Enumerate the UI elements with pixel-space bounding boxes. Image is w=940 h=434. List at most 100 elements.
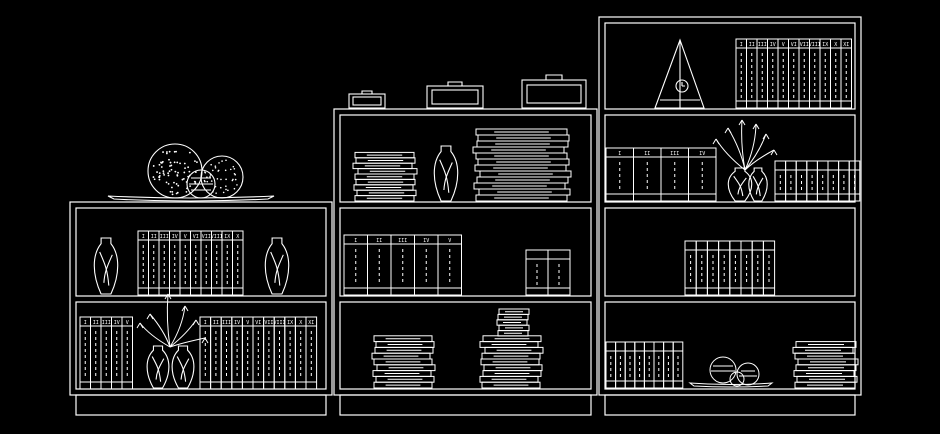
book-numeral: VIII — [211, 234, 223, 240]
left-lower-vase-1 — [146, 345, 170, 389]
book-numeral: IV — [423, 238, 429, 244]
left-cabinet-plinth — [75, 394, 327, 416]
book-numeral: V — [246, 320, 249, 326]
right-second-book-row-b — [774, 160, 861, 202]
book-numeral: II — [151, 234, 157, 240]
book-numeral: VII — [202, 234, 211, 240]
large-box — [521, 74, 587, 109]
book-numeral: V — [126, 320, 129, 326]
book-numeral: IV — [172, 234, 178, 240]
book-numeral: III — [102, 320, 111, 326]
small-set-ball-2 — [736, 362, 760, 386]
middle-bottom-stack-top — [496, 308, 530, 337]
small-display-plate — [688, 382, 774, 388]
decor-balls-on-plate — [107, 143, 275, 202]
book-spine — [100, 316, 112, 390]
stacked-book — [373, 335, 433, 343]
small-set-ball-1 — [709, 356, 737, 384]
book-numeral: VIII — [809, 42, 821, 48]
right-cabinet-shelf-1 — [604, 22, 856, 110]
book-numeral: III — [670, 151, 679, 157]
right-cabinet-shelf-2 — [604, 114, 856, 203]
right-cabinet — [598, 16, 862, 416]
medium-decor-ball — [200, 155, 244, 199]
book-spine — [210, 316, 222, 390]
book-numeral: V — [184, 234, 187, 240]
book-numeral: IX — [287, 320, 293, 326]
right-cabinet-plinth — [604, 394, 856, 416]
book-spine — [252, 316, 265, 390]
book-spine — [263, 316, 275, 390]
book-numeral: IX — [224, 234, 230, 240]
book-numeral: I — [740, 42, 743, 48]
medium-box — [426, 81, 484, 109]
book-numeral: I — [84, 320, 87, 326]
left-vase-2 — [264, 237, 290, 295]
book-spine — [220, 316, 233, 390]
small-ball-weave — [189, 177, 213, 191]
large-ball-texture — [152, 150, 198, 196]
middle-cabinet-top-shelf — [339, 114, 592, 203]
book-spine — [111, 316, 123, 390]
book-numeral: IV — [234, 320, 240, 326]
book-spine — [231, 316, 243, 390]
book-numeral: VII — [264, 320, 273, 326]
book-numeral: V — [782, 42, 785, 48]
book-numeral: I — [142, 234, 145, 240]
right-cabinet-outer-frame — [598, 16, 862, 396]
stacked-book — [795, 341, 857, 348]
book-spine — [90, 316, 102, 390]
book-spine — [241, 316, 254, 390]
right-vase-2 — [748, 167, 768, 202]
middle-cabinet-middle-shelf — [339, 207, 592, 297]
plant-sprigs — [136, 119, 778, 348]
book-spine — [305, 316, 318, 390]
left-vase-1 — [93, 237, 119, 295]
book-numeral: III — [222, 320, 231, 326]
small-decor-ball — [186, 169, 216, 199]
right-cabinet-shelf-4 — [604, 301, 856, 390]
book-numeral: VI — [255, 320, 261, 326]
left-cabinet — [69, 201, 333, 416]
book-numeral: III — [758, 42, 767, 48]
left-lower-book-row-b — [199, 316, 318, 390]
left-lower-plant — [136, 293, 209, 348]
book-spine — [437, 234, 462, 296]
book-numeral: I — [618, 151, 621, 157]
left-lower-vase-2 — [171, 345, 195, 389]
book-spine — [284, 316, 296, 390]
middle-cabinet — [333, 108, 598, 416]
book-numeral: II — [213, 320, 219, 326]
middle-bottom-stack-right — [479, 335, 544, 389]
left-lower-book-row-a — [79, 316, 133, 390]
book-numeral: VI — [193, 234, 199, 240]
book-spine — [688, 147, 717, 202]
right-cabinet-shelf-3 — [604, 207, 856, 297]
book-spine — [79, 316, 91, 390]
book-numeral: XI — [308, 320, 314, 326]
stacked-book — [475, 128, 568, 136]
left-cabinet-lower-shelf — [75, 301, 327, 390]
book-numeral: III — [160, 234, 169, 240]
right-second-book-row-a — [605, 147, 717, 202]
right-vase-1 — [727, 167, 753, 202]
stacked-book — [498, 308, 530, 315]
book-numeral: X — [299, 320, 302, 326]
middle-top-stack-left — [352, 151, 418, 202]
book-numeral: II — [749, 42, 755, 48]
book-spine — [840, 38, 852, 109]
small-set-ball-3 — [729, 371, 745, 387]
book-spine — [848, 160, 861, 202]
book-spine — [762, 240, 776, 296]
book-numeral: II — [93, 320, 99, 326]
book-numeral: X — [236, 234, 239, 240]
right-bottom-stack — [792, 341, 859, 389]
small-decor-set — [688, 356, 774, 388]
book-spine — [294, 316, 307, 390]
right-third-book-row — [684, 240, 776, 296]
book-numeral: XI — [843, 42, 849, 48]
book-numeral: IV — [114, 320, 120, 326]
book-numeral: VIII — [273, 320, 285, 326]
